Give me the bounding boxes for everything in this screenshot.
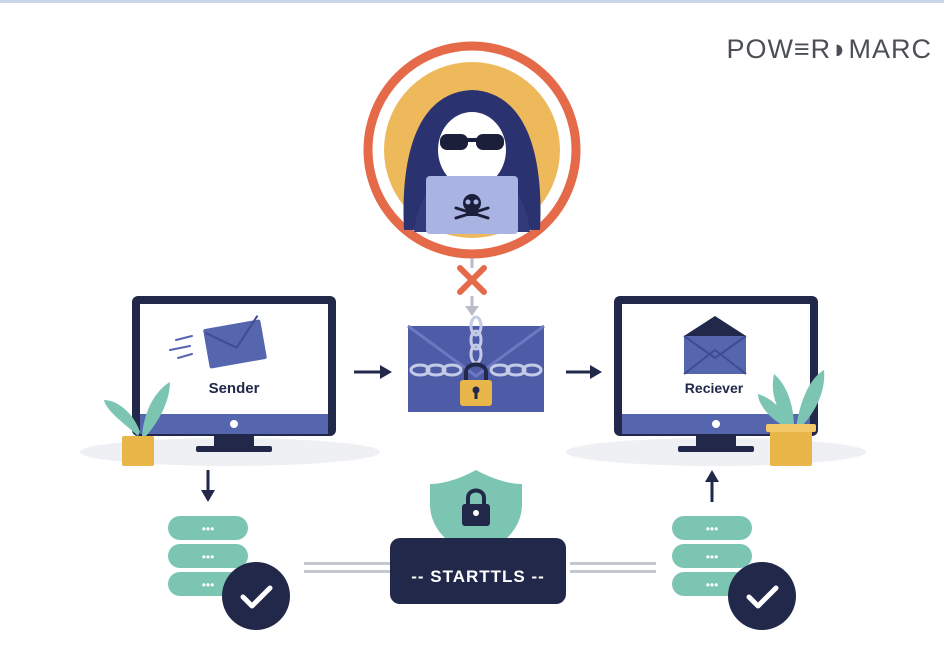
sender-computer: Sender bbox=[80, 296, 380, 466]
arrow-icon bbox=[705, 470, 719, 502]
sender-label: Sender bbox=[209, 380, 260, 397]
plant-icon bbox=[758, 370, 825, 466]
starttls-label: -- STARTTLS -- bbox=[411, 567, 545, 586]
envelope-icon bbox=[169, 315, 267, 369]
svg-text:•••: ••• bbox=[706, 522, 719, 536]
arrow-icon bbox=[354, 365, 392, 379]
blocked-connection bbox=[457, 258, 487, 316]
dotted-connector-right bbox=[570, 562, 656, 573]
svg-text:•••: ••• bbox=[706, 578, 719, 592]
starttls-pill: -- STARTTLS -- bbox=[390, 538, 566, 604]
svg-text:•••: ••• bbox=[202, 550, 215, 564]
arrow-icon bbox=[201, 470, 215, 502]
powerdmarc-logo: POW≡R◗MARC bbox=[726, 34, 932, 64]
padlock-icon bbox=[460, 362, 492, 406]
blocked-x-icon bbox=[457, 265, 487, 295]
svg-text:•••: ••• bbox=[202, 522, 215, 536]
plant-icon bbox=[104, 382, 170, 466]
skull-icon bbox=[454, 194, 490, 220]
svg-text:•••: ••• bbox=[202, 578, 215, 592]
attacker-node bbox=[363, 41, 581, 259]
dotted-connector-left bbox=[304, 562, 390, 573]
receiver-label: Reciever bbox=[685, 380, 744, 396]
chained-envelope-icon bbox=[407, 315, 545, 412]
svg-text:•••: ••• bbox=[706, 550, 719, 564]
top-border bbox=[0, 0, 944, 3]
open-envelope-icon bbox=[683, 316, 747, 375]
checkmark-icon bbox=[728, 562, 796, 630]
arrow-icon bbox=[566, 365, 602, 379]
checkmark-icon bbox=[222, 562, 290, 630]
shield-lock-icon bbox=[430, 470, 522, 558]
